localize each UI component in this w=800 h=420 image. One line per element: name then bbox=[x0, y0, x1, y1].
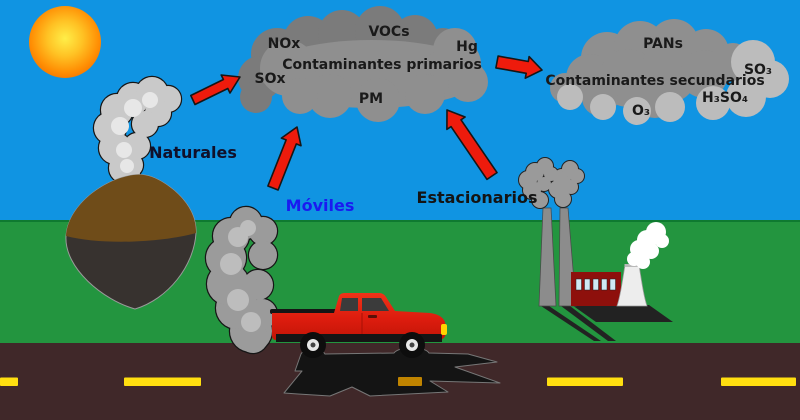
label-naturales: Naturales bbox=[149, 143, 237, 162]
secondary-cloud bbox=[550, 19, 789, 125]
primary-cloud-pollutant-nox: NOx bbox=[267, 36, 301, 52]
factory-chimney-smoke bbox=[518, 157, 585, 209]
secondary-cloud-pollutant-h3so4: H₃SO₄ bbox=[702, 90, 748, 106]
primary-cloud-pollutant-vocs: VOCs bbox=[368, 24, 410, 40]
truck-rear-window bbox=[340, 298, 358, 311]
truck-front-window bbox=[362, 298, 389, 311]
secondary-cloud-pollutant-o3: O₃ bbox=[631, 103, 651, 119]
truck-bed-rail bbox=[270, 309, 338, 314]
primary-cloud-title: Contaminantes primarios bbox=[282, 57, 482, 73]
road-markings bbox=[0, 377, 796, 386]
primary-cloud-pollutant-hg: Hg bbox=[456, 39, 478, 55]
label-moviles: Móviles bbox=[285, 196, 355, 215]
secondary-cloud-title: Contaminantes secundarios bbox=[545, 73, 765, 89]
horizon-line bbox=[0, 220, 800, 222]
truck-rear-wheel bbox=[300, 332, 326, 358]
arrow-estacionarios-to-primary bbox=[446, 109, 498, 181]
truck-door-handle bbox=[368, 315, 377, 318]
secondary-cloud-pollutant-pans: PANs bbox=[643, 36, 683, 52]
volcano bbox=[65, 174, 197, 310]
factory-shadows bbox=[541, 305, 673, 341]
primary-cloud bbox=[238, 6, 488, 122]
factory-chimney-left bbox=[538, 207, 557, 307]
truck-body bbox=[272, 293, 446, 340]
cooling-tower-steam bbox=[627, 222, 669, 269]
arrow-moviles-to-primary bbox=[267, 126, 302, 191]
primary-cloud-pollutant-sox: SOx bbox=[254, 71, 286, 87]
pickup-truck bbox=[270, 293, 447, 358]
secondary-cloud-pollutant-so3: SO₃ bbox=[743, 62, 773, 78]
volcano-smoke bbox=[92, 75, 183, 189]
cooling-tower bbox=[616, 264, 648, 307]
arrow-primary-to-secondary bbox=[495, 55, 543, 79]
factory bbox=[518, 157, 673, 341]
label-estacionarios: Estacionarios bbox=[416, 188, 538, 207]
arrow-naturales-to-primary bbox=[190, 74, 241, 106]
truck-front-wheel bbox=[399, 332, 425, 358]
truck-smoke bbox=[204, 205, 279, 355]
truck-headlight bbox=[441, 324, 447, 335]
primary-cloud-pollutant-pm: PM bbox=[358, 91, 384, 107]
factory-windows bbox=[575, 278, 616, 291]
truck-skirt bbox=[276, 334, 442, 342]
dimmed-road-dash bbox=[398, 377, 422, 386]
arrows bbox=[190, 55, 543, 191]
sun-icon bbox=[29, 6, 101, 78]
